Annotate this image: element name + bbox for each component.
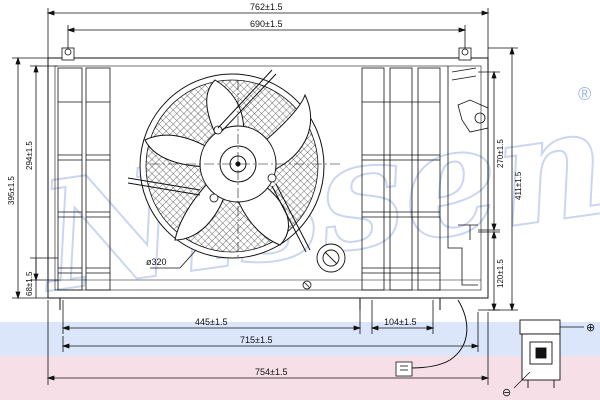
shroud-frame bbox=[47, 57, 489, 310]
dim-top-inner bbox=[66, 25, 467, 55]
mounting-boss-right bbox=[458, 47, 472, 61]
dim-label-height-right-upper: 270±1.5 bbox=[496, 139, 505, 168]
center-lines bbox=[150, 80, 340, 258]
fan-motor-hub bbox=[199, 125, 277, 203]
minus-terminal-symbol: ⊖ bbox=[502, 386, 511, 399]
dim-label-width-bottom-mid: 104±1.5 bbox=[384, 317, 416, 327]
mounting-boss-left bbox=[61, 47, 75, 61]
dim-right-lower bbox=[478, 230, 500, 312]
dim-bottom-left bbox=[61, 300, 362, 334]
dim-fan-diameter-leader bbox=[150, 249, 197, 269]
connector-terminal-block bbox=[519, 319, 561, 388]
small-screw bbox=[302, 280, 312, 290]
dim-label-height-right-total: 411±1.5 bbox=[514, 171, 523, 200]
dim-bottom-overall bbox=[46, 300, 490, 385]
connector-leaders bbox=[513, 326, 584, 389]
dim-left-small bbox=[30, 257, 58, 298]
dim-label-fan-diameter: ø320 bbox=[146, 257, 167, 267]
louver-grid-right bbox=[361, 67, 441, 291]
dim-label-width-bottom-overall: 754±1.5 bbox=[255, 367, 287, 377]
fan-support-struts bbox=[127, 69, 311, 253]
dim-label-inner-height-left: 294±1.5 bbox=[25, 141, 34, 170]
resistor-boss bbox=[316, 243, 346, 273]
dim-top-overall bbox=[46, 8, 490, 60]
dim-left-overall bbox=[12, 56, 52, 300]
connector-plug-small bbox=[395, 361, 413, 377]
side-bracket-right bbox=[447, 66, 489, 286]
dim-label-overall-width-top: 762±1.5 bbox=[250, 2, 282, 12]
dim-label-overall-height-left: 395±1.5 bbox=[7, 176, 16, 205]
dim-right-total bbox=[488, 46, 518, 312]
background-band-blue bbox=[0, 322, 600, 356]
plus-terminal-symbol: ⊕ bbox=[586, 321, 595, 334]
dim-label-width-bottom-total: 715±1.5 bbox=[240, 335, 272, 345]
dim-label-height-right-lower: 120±1.5 bbox=[496, 259, 505, 288]
dim-label-inner-width-top: 690±1.5 bbox=[250, 19, 282, 29]
dim-bottom-mid bbox=[370, 300, 435, 334]
louver-grid-left bbox=[57, 67, 111, 291]
dim-label-width-bottom-left: 445±1.5 bbox=[195, 317, 227, 327]
wire-harness bbox=[409, 299, 468, 369]
dim-label-small-height-left: 68±1.5 bbox=[25, 271, 34, 296]
registered-mark: ® bbox=[578, 84, 591, 104]
dim-right-upper bbox=[478, 70, 500, 232]
dim-bottom-total bbox=[61, 312, 480, 352]
